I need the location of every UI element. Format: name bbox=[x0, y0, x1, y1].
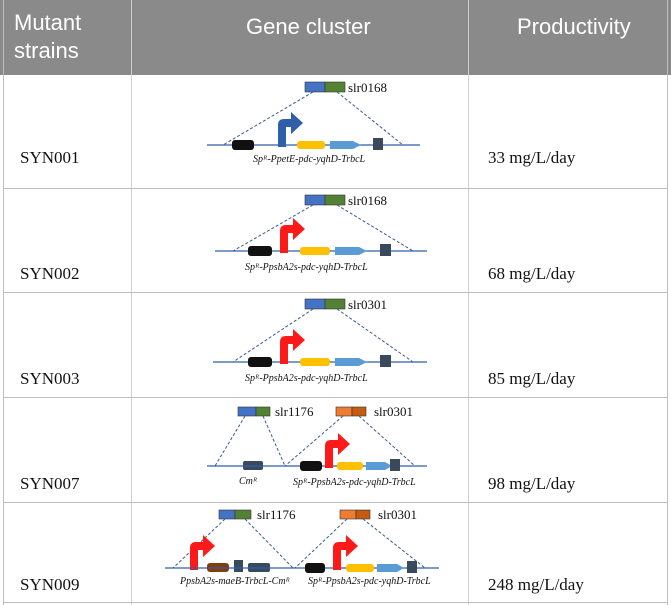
productivity-value: 248 mg/L/day bbox=[488, 575, 584, 594]
productivity-value: 98 mg/L/day bbox=[488, 474, 576, 493]
column-divider-1 bbox=[131, 0, 132, 605]
cassette-label: PpsbA2s-maeB-TrbcL-Cmᴿ bbox=[179, 576, 290, 587]
homology-arm-left bbox=[335, 406, 353, 417]
integration-site-label: slr0168 bbox=[348, 80, 387, 95]
homology-arm-left bbox=[304, 194, 326, 206]
yqhD-gene bbox=[377, 564, 404, 572]
strain-name: SYN007 bbox=[20, 474, 80, 493]
cassette-label: Spᴿ-PpsbA2s-pdc-yqhD-TrbcL bbox=[293, 477, 416, 488]
cassette-label: Spᴿ-PpsbA2s-pdc-yqhD-TrbcL bbox=[308, 576, 431, 587]
promoter-arrow bbox=[333, 535, 358, 570]
strain-name: SYN009 bbox=[20, 575, 80, 594]
homology-arm-right bbox=[351, 406, 367, 417]
homology-arm-right bbox=[324, 81, 346, 93]
table-header: Mutant strains Gene cluster Productivity bbox=[0, 0, 671, 75]
strain-name: SYN003 bbox=[20, 369, 80, 388]
homology-arm-right bbox=[324, 298, 346, 310]
row-divider bbox=[4, 602, 668, 603]
gene-cluster-diagram: slr0301 Spᴿ-PpsbA2s-pdc-yqhD-TrbcL bbox=[213, 297, 427, 384]
header-strains-line1: Mutant bbox=[14, 10, 82, 35]
resistance-marker bbox=[232, 140, 254, 150]
terminator bbox=[380, 244, 391, 256]
resistance-marker bbox=[300, 461, 322, 471]
row-divider bbox=[4, 397, 668, 398]
row-divider bbox=[4, 502, 668, 503]
promoter-arrow bbox=[280, 329, 305, 364]
integration-site-label: slr0168 bbox=[348, 193, 387, 208]
homology-arm-right bbox=[324, 194, 346, 206]
column-divider-2 bbox=[468, 0, 469, 605]
promoter-arrow bbox=[280, 218, 305, 253]
pdc-gene bbox=[297, 141, 325, 149]
pdc-gene bbox=[337, 462, 363, 470]
integration-site-label: slr1176 bbox=[257, 507, 296, 522]
yqhD-gene bbox=[335, 358, 367, 366]
table-border-left bbox=[3, 0, 4, 605]
integration-site-label: slr0301 bbox=[348, 297, 387, 312]
promoter-arrow bbox=[190, 535, 215, 570]
homology-arm-right bbox=[255, 406, 271, 417]
terminator bbox=[373, 138, 383, 150]
homology-arm-left bbox=[218, 509, 236, 520]
homology-arm-left bbox=[304, 298, 326, 310]
table-border-right bbox=[667, 0, 668, 605]
gene-cluster-diagram: slr1176 PpsbA2s-maeB-TrbcL-Cmᴿ slr0301 S… bbox=[165, 507, 439, 587]
yqhD-gene bbox=[366, 462, 392, 470]
cassette-label: Spᴿ-PpsbA2s-pdc-yqhD-TrbcL bbox=[245, 373, 368, 384]
header-productivity: Productivity bbox=[517, 14, 631, 39]
homology-arm-left bbox=[339, 509, 357, 520]
promoter-arrow bbox=[325, 433, 350, 468]
promoter-arrow bbox=[278, 112, 303, 147]
terminator bbox=[390, 459, 400, 471]
integration-site-label: slr1176 bbox=[275, 404, 314, 419]
homology-arm-right bbox=[355, 509, 371, 520]
resistance-marker bbox=[248, 357, 272, 367]
homology-arm-right bbox=[234, 509, 252, 520]
homology-arm-left bbox=[237, 406, 257, 417]
row-divider bbox=[4, 188, 668, 189]
pdc-gene bbox=[346, 564, 374, 572]
terminator bbox=[380, 355, 391, 367]
pdc-gene bbox=[300, 358, 330, 366]
row-divider bbox=[4, 292, 668, 293]
strain-name: SYN002 bbox=[20, 264, 80, 283]
productivity-value: 68 mg/L/day bbox=[488, 264, 576, 283]
integration-site-label: slr0301 bbox=[374, 404, 413, 419]
resistance-marker bbox=[248, 246, 272, 256]
yqhD-gene bbox=[330, 141, 361, 149]
pdc-gene bbox=[300, 247, 330, 255]
resistance-marker bbox=[305, 563, 325, 573]
header-strains-line2: strains bbox=[14, 38, 79, 63]
gene-cluster-diagram: slr1176 Cmᴿ slr0301 Spᴿ-PpsbA2s-pdc-yqhD… bbox=[207, 404, 427, 488]
cassette-label: Spᴿ-PpsbA2s-pdc-yqhD-TrbcL bbox=[245, 262, 368, 273]
productivity-value: 85 mg/L/day bbox=[488, 369, 576, 388]
yqhD-gene bbox=[335, 247, 367, 255]
terminator bbox=[234, 560, 243, 572]
cassette-label: Spᴿ-PpetE-pdc-yqhD-TrbcL bbox=[253, 154, 366, 165]
productivity-value: 33 mg/L/day bbox=[488, 148, 576, 167]
strain-name: SYN001 bbox=[20, 148, 80, 167]
terminator bbox=[407, 561, 417, 573]
gene-cluster-diagram: slr0168 Spᴿ-PpetE-pdc-yqhD-TrbcL bbox=[207, 80, 420, 165]
header-gene-cluster: Gene cluster bbox=[246, 14, 371, 39]
homology-arm-left bbox=[304, 81, 326, 93]
cassette-label: Cmᴿ bbox=[239, 476, 257, 487]
gene-cluster-diagram: slr0168 Spᴿ-PpsbA2s-pdc-yqhD-TrbcL bbox=[215, 193, 427, 273]
integration-site-label: slr0301 bbox=[378, 507, 417, 522]
